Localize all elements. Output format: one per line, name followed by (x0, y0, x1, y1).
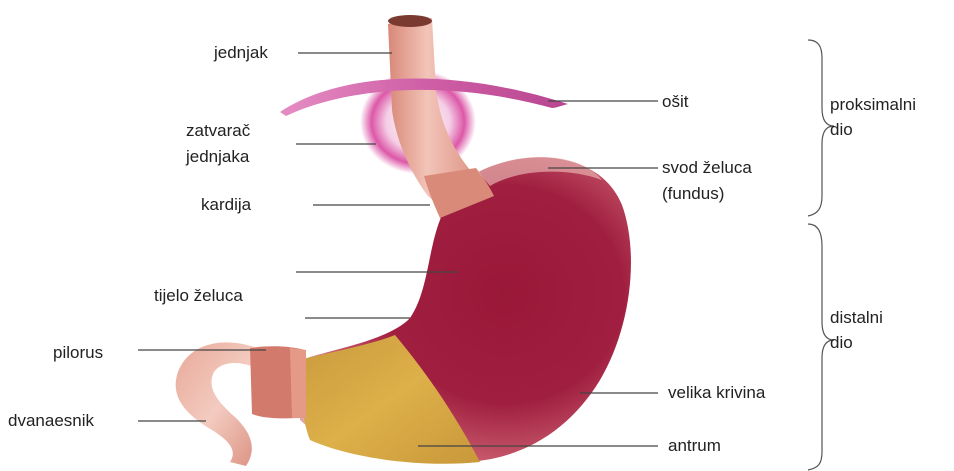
group-proksimalni-line2: dio (830, 116, 853, 143)
label-velika-krivina: velika krivina (668, 379, 765, 406)
label-svod-line2: (fundus) (662, 180, 724, 207)
label-svod-line1: svod želuca (662, 154, 752, 181)
label-zatvarac-line2: jednjaka (186, 143, 249, 170)
label-dvanaesnik: dvanaesnik (8, 407, 94, 434)
label-pilorus: pilorus (53, 339, 103, 366)
group-distalni-line1: distalni (830, 304, 883, 331)
label-tijelo-zeluca: tijelo želuca (154, 282, 243, 309)
label-zatvarac-line1: zatvarač (186, 117, 250, 144)
esophagus-opening (388, 15, 432, 27)
group-distalni-line2: dio (830, 329, 853, 356)
label-antrum: antrum (668, 432, 721, 459)
pylorus-shade (290, 348, 306, 418)
label-osit: ošit (662, 88, 688, 115)
label-kardija: kardija (201, 191, 251, 218)
group-proksimalni-line1: proksimalni (830, 91, 916, 118)
label-jednjak: jednjak (214, 39, 268, 66)
